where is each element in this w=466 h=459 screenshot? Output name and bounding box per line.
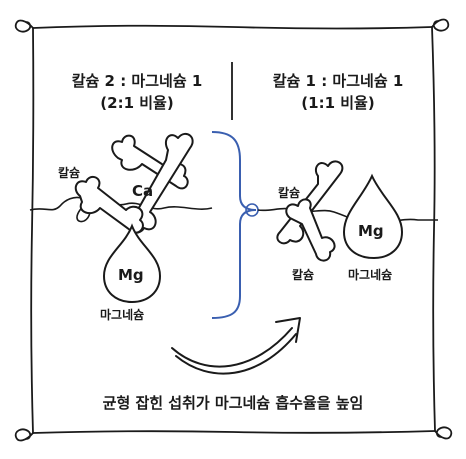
frame-border <box>30 24 436 434</box>
left-wave-line <box>29 196 213 223</box>
magnesium-drop-icon <box>342 173 404 260</box>
right-magnesium-label: 마그네슘 <box>348 268 393 282</box>
right-title-line1: 칼슘 1 : 마그네슘 1 <box>272 72 404 90</box>
left-title-line1: 칼슘 2 : 마그네슘 1 <box>71 72 203 90</box>
right-magnesium-symbol: Mg <box>358 222 384 240</box>
right-calcium-label-bottom: 칼슘 <box>292 268 315 282</box>
left-calcium-symbol: Ca <box>132 182 154 200</box>
left-magnesium-label: 마그네슘 <box>100 308 145 322</box>
footer-caption: 균형 잡힌 섭취가 마그네슘 흡수율을 높임 <box>102 394 364 412</box>
bone-icon <box>285 198 336 262</box>
left-calcium-label: 칼슘 <box>58 166 81 180</box>
left-title-line2: (2:1 비율) <box>100 94 174 112</box>
blue-bracket <box>211 131 257 319</box>
corner-curls <box>14 18 453 442</box>
magnesium-drop-icon <box>102 223 162 304</box>
left-magnesium-symbol: Mg <box>118 266 144 284</box>
right-calcium-label-top: 칼슘 <box>278 186 301 200</box>
curved-arrow-icon <box>171 317 301 375</box>
right-title-line2: (1:1 비율) <box>301 94 375 112</box>
bone-icon <box>74 175 144 234</box>
